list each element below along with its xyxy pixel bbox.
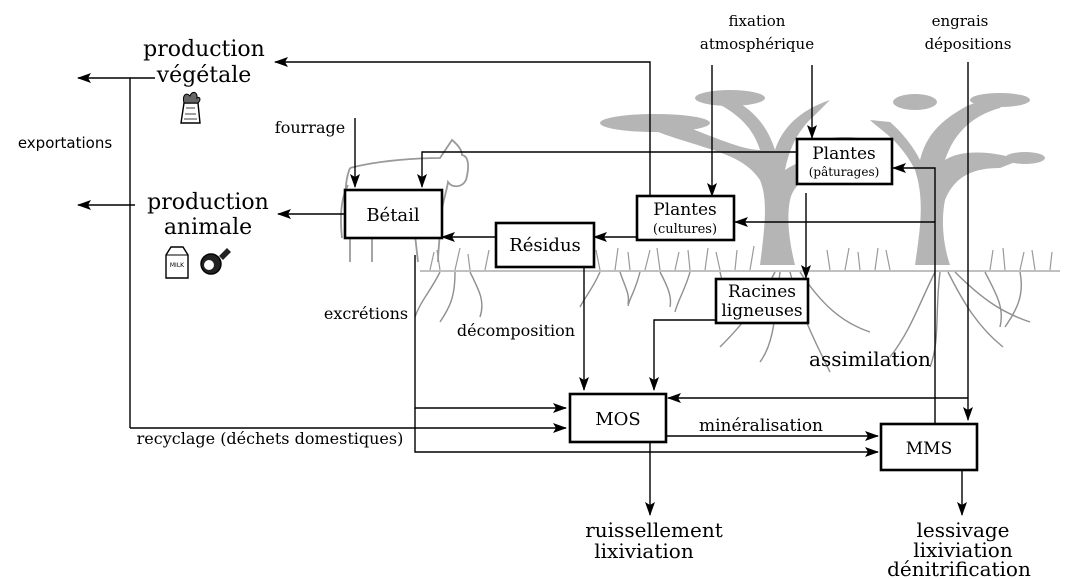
box-plantes-paturages: Plantes (pâturages)	[795, 137, 894, 186]
fourrage-label: fourrage	[275, 118, 345, 137]
lessivage-label-1: lessivage	[916, 518, 1009, 542]
box-plantes-cultures: Plantes (cultures)	[635, 194, 736, 242]
production-vegetale-label-2: végétale	[156, 63, 252, 88]
engrais-label-1: engrais	[932, 12, 989, 30]
box-mms: MMS	[879, 422, 979, 472]
racines-label-2: ligneuses	[721, 301, 802, 321]
engrais-label-2: dépositions	[925, 35, 1012, 53]
lessivage-label-3: dénitrification	[887, 557, 1031, 579]
fixation-label-2: atmosphérique	[700, 35, 814, 53]
racines-label-1: Racines	[728, 282, 796, 302]
milk-carton-icon: MILK	[165, 246, 189, 279]
box-residus: Résidus	[494, 221, 596, 269]
fixation-label-1: fixation	[729, 12, 786, 30]
box-mos-label: MOS	[595, 409, 641, 430]
box-mos: MOS	[568, 392, 668, 444]
decomposition-label: décomposition	[457, 321, 575, 340]
plantes-cultures-label-1: Plantes	[653, 200, 717, 220]
box-racines-ligneuses: Racines ligneuses	[714, 277, 810, 325]
assimilation-label: assimilation	[809, 347, 931, 371]
ham-icon	[200, 248, 231, 275]
production-animale-label-2: animale	[164, 215, 252, 240]
box-residus-label: Résidus	[509, 235, 581, 256]
box-betail-label: Bétail	[366, 205, 420, 226]
lessivage-label-2: lixiviation	[913, 538, 1013, 562]
recyclage-label: recyclage (déchets domestiques)	[137, 429, 404, 448]
box-mms-label: MMS	[906, 439, 952, 459]
plantes-paturages-label-2: (pâturages)	[809, 165, 880, 179]
grain-sack-icon	[180, 91, 201, 124]
production-animale-label-1: production	[147, 190, 269, 215]
ruissellement-label-2: lixiviation	[594, 539, 694, 563]
mineralisation-label: minéralisation	[699, 416, 823, 436]
plantes-paturages-label-1: Plantes	[812, 144, 876, 164]
ruissellement-label-1: ruissellement	[585, 518, 723, 542]
production-vegetale-label-1: production	[143, 37, 265, 62]
milk-label: MILK	[170, 262, 185, 269]
box-betail: Bétail	[343, 188, 444, 240]
exportations-label: exportations	[18, 134, 113, 152]
plantes-cultures-label-2: (cultures)	[653, 222, 717, 237]
excretions-label: excrétions	[324, 304, 408, 323]
grass-icon	[420, 245, 1060, 272]
flow-arrows	[77, 57, 973, 516]
